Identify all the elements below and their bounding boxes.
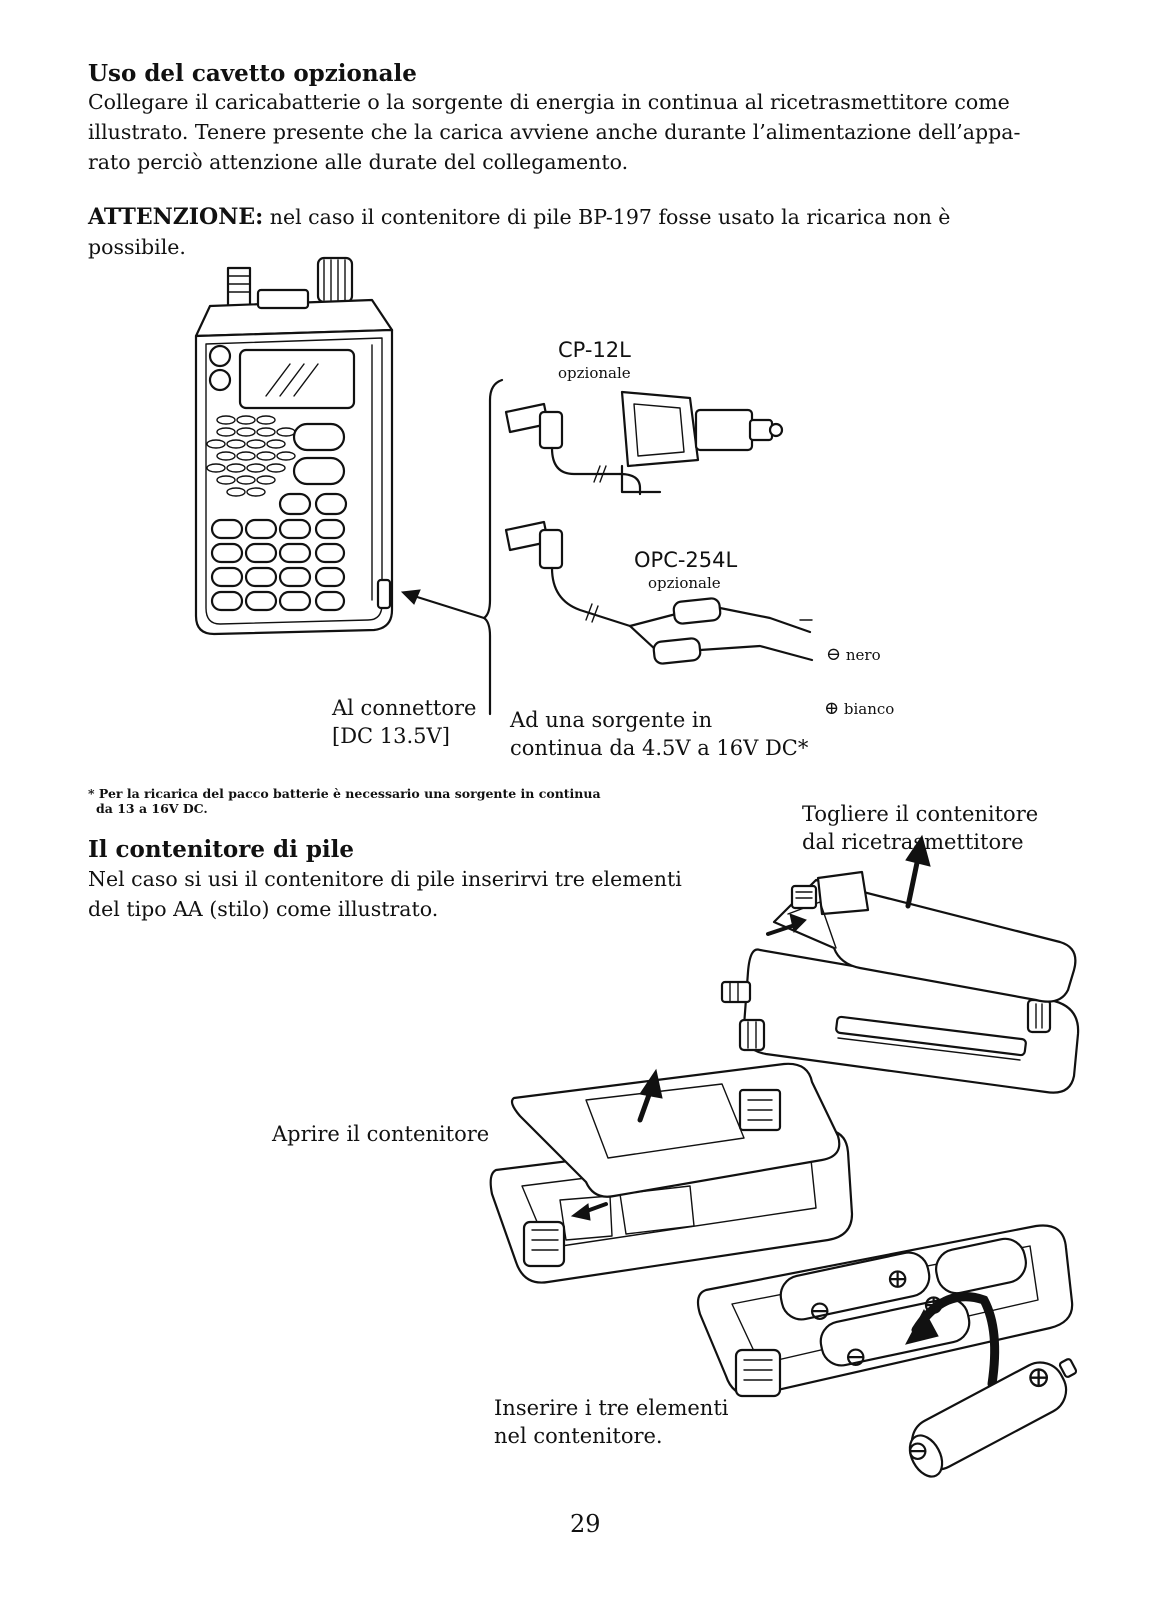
cp12l-model-label: CP-12L <box>558 338 631 362</box>
open-arrow <box>637 1068 663 1123</box>
opc254l-optional-label: opzionale <box>648 574 721 592</box>
section-title-battery-case: Il contenitore di pile <box>88 836 355 863</box>
wire-white-text: bianco <box>843 700 895 718</box>
keypad <box>210 518 346 612</box>
loose-aa-battery <box>908 1358 1078 1478</box>
cp12l-illustration <box>504 390 784 496</box>
body-line: del tipo AA (stilo) come illustrato. <box>88 897 439 921</box>
minus-symbol: ⊖ <box>826 644 842 665</box>
wire-black-label: ⊖ nero <box>826 644 881 665</box>
warning-paragraph: ATTENZIONE: nel caso il contenitore di p… <box>88 202 1088 262</box>
body-line: Nel caso si usi il contenitore di pile i… <box>88 867 682 891</box>
battery-plus-symbol: ⊕ <box>922 1288 946 1321</box>
open-case-caption: Aprire il contenitore <box>272 1122 490 1146</box>
speaker-grill <box>206 415 296 497</box>
warning-line-2: possibile. <box>88 235 186 259</box>
loose-battery-minus-symbol: ⊖ <box>906 1434 930 1467</box>
arrow-to-dc-jack <box>400 589 486 620</box>
slide-arrow <box>766 913 807 936</box>
footnote: * Per la ricarica del pacco batterie è n… <box>88 786 601 816</box>
section-title-optional-cable: Uso del cavetto opzionale <box>88 60 417 87</box>
plus-symbol: ⊕ <box>824 698 840 719</box>
wire-black-text: nero <box>845 646 881 664</box>
body-line: illustrato. Tenere presente che la caric… <box>88 120 1021 144</box>
body-line: rato perciò attenzione alle durate del c… <box>88 150 629 174</box>
body-line: Collegare il caricabatterie o la sorgent… <box>88 90 1010 114</box>
footnote-line-1: * Per la ricarica del pacco batterie è n… <box>88 786 601 801</box>
wire-white-label: ⊕ bianco <box>824 698 894 719</box>
warning-text: nel caso il contenitore di pile BP-197 f… <box>269 205 951 229</box>
dc-source-caption-line-2: continua da 4.5V a 16V DC* <box>510 736 809 760</box>
connector-caption: Al connettore [DC 13.5V] <box>332 694 476 750</box>
opc254l-model-label: OPC-254L <box>634 548 738 572</box>
connector-caption-line-2: [DC 13.5V] <box>332 724 450 748</box>
dc-source-caption: Ad una sorgente in continua da 4.5V a 16… <box>510 706 808 762</box>
insert-batteries-caption-line-1: Inserire i tre elementi <box>494 1396 729 1420</box>
battery-plus-symbol: ⊕ <box>886 1262 910 1295</box>
cp12l-optional-label: opzionale <box>558 364 631 382</box>
insert-batteries-caption: Inserire i tre elementi nel contenitore. <box>494 1394 729 1450</box>
bracket <box>482 378 504 716</box>
warning-line: ATTENZIONE: nel caso il contenitore di p… <box>88 202 1088 232</box>
dc-source-caption-line-1: Ad una sorgente in <box>510 708 713 732</box>
radio-illustration <box>194 256 394 636</box>
opc254l-illustration <box>504 520 814 665</box>
section-body-optional-cable: Collegare il caricabatterie o la sorgent… <box>88 87 1088 177</box>
battery-minus-symbol: ⊖ <box>808 1294 832 1327</box>
lift-arrow <box>905 834 931 909</box>
battery-minus-symbol: ⊖ <box>844 1340 868 1373</box>
loose-battery-plus-symbol: ⊕ <box>1026 1360 1052 1395</box>
page-number: 29 <box>570 1510 601 1538</box>
section-body-battery-case: Nel caso si usi il contenitore di pile i… <box>88 864 728 924</box>
insert-batteries-caption-line-2: nel contenitore. <box>494 1424 663 1448</box>
remove-case-caption-line-1: Togliere il contenitore <box>802 802 1039 826</box>
remove-case-caption: Togliere il contenitore dal ricetrasmett… <box>802 800 1038 856</box>
latch-arrow <box>570 1202 608 1221</box>
warning-label: ATTENZIONE: <box>88 204 264 230</box>
connector-caption-line-1: Al connettore <box>332 696 477 720</box>
footnote-line-2: da 13 a 16V DC. <box>96 801 208 816</box>
